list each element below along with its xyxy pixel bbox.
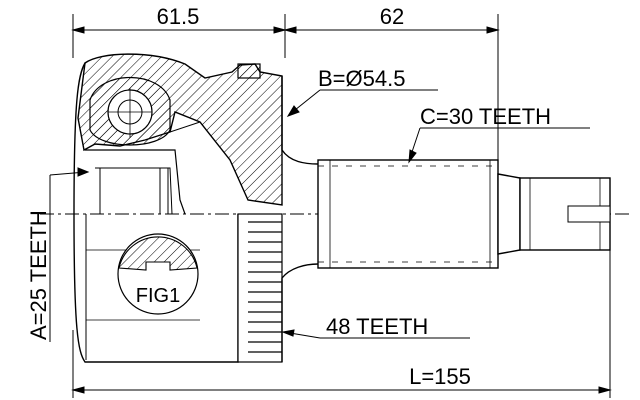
housing-boss bbox=[237, 63, 261, 79]
threaded-stub bbox=[497, 173, 611, 255]
callout-a-teeth-label: A=25 TEETH bbox=[26, 210, 51, 340]
callout-b-diameter-label: B=Ø54.5 bbox=[318, 66, 405, 91]
dimension-62 bbox=[283, 14, 500, 160]
dimension-61-5-label: 61.5 bbox=[157, 4, 200, 29]
dimension-l-155-label: L=155 bbox=[409, 364, 471, 389]
shaft-neck bbox=[281, 76, 319, 362]
fig1-detail bbox=[117, 233, 199, 315]
callout-c-teeth bbox=[408, 127, 590, 164]
fig1-label: FIG1 bbox=[136, 285, 180, 307]
dimension-62-label: 62 bbox=[380, 4, 404, 29]
callout-c-teeth-label: C=30 TEETH bbox=[420, 104, 551, 129]
callout-b-diameter bbox=[286, 89, 438, 117]
callout-abs-teeth bbox=[281, 329, 470, 339]
abs-tone-ring bbox=[237, 213, 283, 363]
dimension-l-155 bbox=[71, 250, 612, 398]
callout-a-teeth bbox=[49, 167, 90, 342]
ball-race bbox=[89, 76, 171, 146]
callout-abs-teeth-label: 48 TEETH bbox=[326, 314, 428, 339]
splined-shaft bbox=[317, 159, 499, 269]
dimension-61-5 bbox=[71, 14, 287, 58]
